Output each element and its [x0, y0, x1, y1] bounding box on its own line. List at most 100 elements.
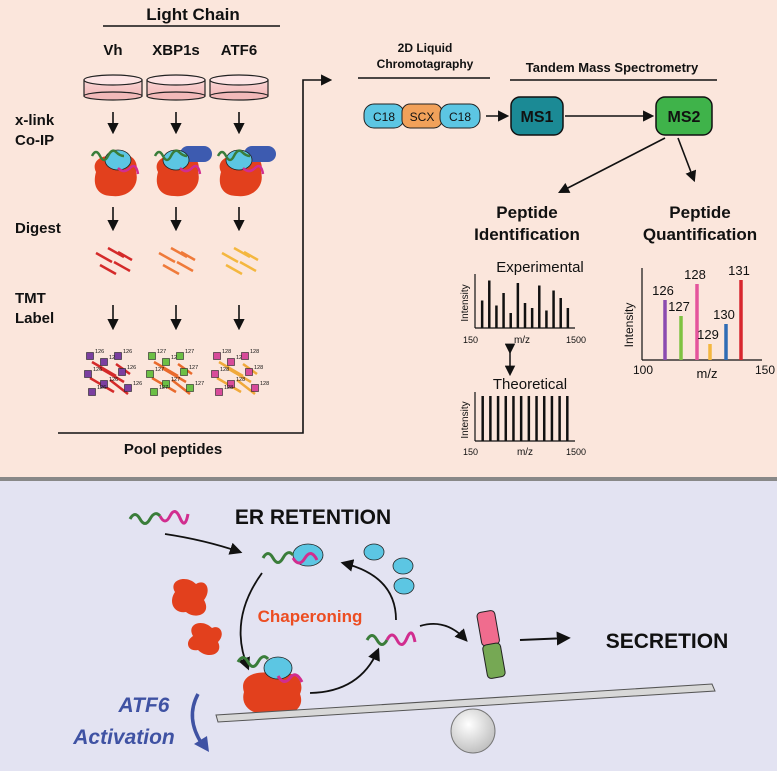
theoretical-ylabel: Intensity — [460, 401, 471, 438]
free-light-chain-right — [365, 631, 417, 646]
vh-tmt-tag-label: 126 — [109, 377, 118, 383]
condition-label-vh: Vh — [103, 42, 122, 59]
down-arrows-row-2 — [107, 207, 245, 232]
light-chain-label: Light Chain — [146, 5, 239, 24]
lc-title-line1: 2D Liquid — [398, 41, 453, 55]
ms2-to-identification-arrow — [558, 137, 666, 194]
experimental-xmax: 1500 — [566, 335, 586, 345]
xbp1s-tmt-tag-label: 127 — [195, 381, 204, 387]
activation-label: Activation — [72, 726, 175, 749]
atf6-label: ATF6 — [118, 694, 170, 717]
atf6-tmt-tag — [227, 358, 235, 366]
xbp1s-tmt-tag — [180, 368, 188, 376]
complex-atf6 — [216, 146, 276, 197]
culture-dish-xbp1s — [146, 74, 206, 101]
xbp1s-tmt-tag — [186, 384, 194, 392]
vh-tmt-tag — [84, 370, 92, 378]
xbp1s-tmt-tag — [146, 370, 154, 378]
lc-entry-arrow — [164, 533, 243, 555]
lc-columns: C18 SCX C18 — [363, 103, 481, 129]
vh-tmt-tag-label: 126 — [133, 381, 142, 387]
vh-tmt-tag — [100, 358, 108, 366]
chaperoning-label: Chaperoning — [258, 607, 363, 626]
atf6-tmt-tag — [227, 380, 235, 388]
vh-tmt-tag — [118, 368, 126, 376]
lc-column-c18-right — [439, 103, 481, 129]
condition-label-xbp1s: XBP1s — [152, 42, 200, 59]
peptides-atf6 — [221, 246, 259, 276]
step-label-digest: Digest — [15, 220, 61, 237]
vh-tmt-tag-label: 126 — [97, 385, 106, 391]
atf6-tmt-tag-label: 128 — [254, 365, 263, 371]
pool-peptides-label: Pool peptides — [124, 441, 222, 458]
reporter-label-128: 128 — [684, 267, 706, 282]
vh-tmt-tag-label: 126 — [127, 365, 136, 371]
complex-vh — [90, 149, 140, 197]
lc-column-label-scx: SCX — [410, 110, 435, 124]
xbp1s-tmt-tag — [176, 352, 184, 360]
folding-to-antibody-arrow — [419, 622, 468, 642]
atf6-activation-arrow — [190, 693, 204, 745]
theoretical-xmin: 150 — [463, 447, 478, 457]
reporter-label-131: 131 — [728, 263, 750, 278]
atf6-tmt-tag-label: 128 — [260, 381, 269, 387]
step-label-label: Label — [15, 310, 54, 327]
lc-bip-complex-top — [261, 543, 324, 567]
atf6-tmt-tag-label: 128 — [224, 385, 233, 391]
atf6-tmt-tag-label: 128 — [236, 377, 245, 383]
atf6-tmt-tag-label: 128 — [250, 349, 259, 355]
atf6-tmt-tag — [213, 352, 221, 360]
free-chaperone-1 — [172, 578, 208, 616]
xbp1s-tmt-tag — [150, 388, 158, 396]
vh-tmt-tag — [86, 352, 94, 360]
theoretical-label: Theoretical — [493, 376, 567, 393]
atf6-tmt-tag-label: 128 — [222, 349, 231, 355]
vh-tmt-tag-label: 126 — [95, 349, 104, 355]
pool-connector — [58, 74, 333, 434]
lc-column-label-c18-left: C18 — [373, 110, 395, 124]
secretion-arrow — [519, 631, 571, 646]
xbp1s-tmt-tag-label: 127 — [185, 349, 194, 355]
atf6-tmt-tag-label: 128 — [236, 355, 245, 361]
reporter-label-127: 127 — [668, 299, 690, 314]
step-label-tmt: TMT — [15, 290, 46, 307]
xbp1s-tmt-tag-label: 127 — [171, 355, 180, 361]
theoretical-spectrum — [474, 392, 575, 442]
bottom-panel — [0, 481, 777, 771]
quantification-ylabel: Intensity — [622, 303, 636, 348]
culture-dish-vh — [83, 74, 143, 101]
atf6-tmt-tag — [215, 388, 223, 396]
peptides-vh — [95, 246, 133, 276]
atf6-tmt-tag — [245, 368, 253, 376]
quantification-xmin: 100 — [633, 363, 653, 377]
theoretical-xmax: 1500 — [566, 447, 586, 457]
free-light-chain-top — [128, 510, 190, 525]
atf6-activation-arrowhead — [194, 736, 209, 752]
xbp1s-tmt-tag-label: 127 — [171, 377, 180, 383]
atf6-tmt-tag-label: 128 — [220, 367, 229, 373]
xbp1s-tmt-tag — [148, 352, 156, 360]
experimental-xlabel: m/z — [514, 335, 530, 346]
cycle-arrow-bottom — [309, 647, 380, 694]
vh-tmt-tag — [100, 380, 108, 388]
ms-title: Tandem Mass Spectrometry — [526, 60, 699, 75]
experimental-label: Experimental — [496, 259, 584, 276]
quantification-title-line1: Peptide — [669, 203, 730, 222]
lc-column-label-c18-right: C18 — [449, 110, 471, 124]
xbp1s-tmt-tag — [162, 380, 170, 388]
ms1-label: MS1 — [521, 109, 554, 126]
reporter-label-129: 129 — [697, 327, 719, 342]
quantification-xlabel: m/z — [697, 366, 718, 381]
step-label-coip: Co-IP — [15, 132, 54, 149]
theoretical-xlabel: m/z — [517, 447, 533, 458]
atf6-tmt-tag — [211, 370, 219, 378]
vh-peptide — [99, 366, 125, 384]
culture-dish-atf6 — [209, 74, 269, 101]
identification-title-line2: Identification — [474, 225, 580, 244]
peptides-xbp1s — [158, 246, 196, 276]
free-bip-2 — [392, 557, 414, 575]
